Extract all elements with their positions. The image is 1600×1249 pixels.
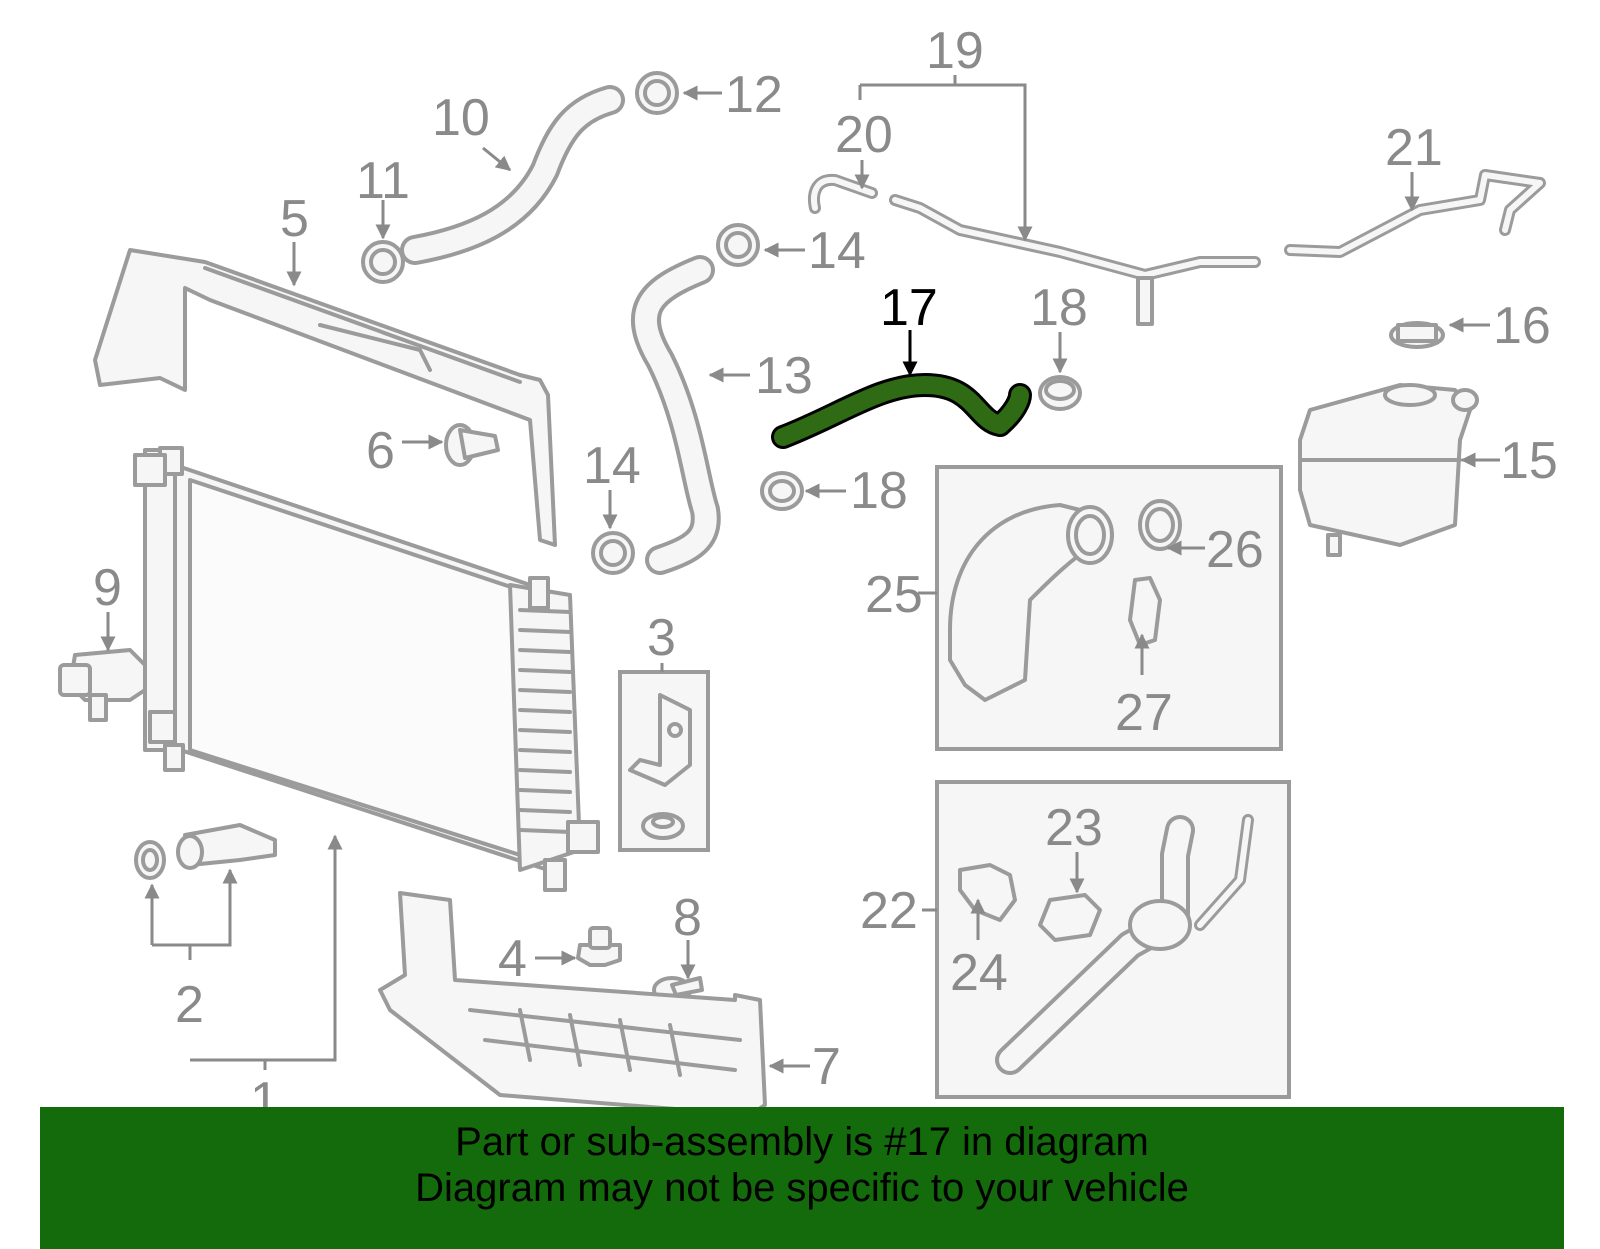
callout-26: 26 xyxy=(1206,521,1264,579)
callout-13: 13 xyxy=(755,347,813,405)
pipe-part-19 xyxy=(889,194,1261,326)
hose-part-13 xyxy=(630,255,721,575)
callout-9: 9 xyxy=(93,559,122,617)
callout-7: 7 xyxy=(812,1038,841,1096)
upper-baffle-part xyxy=(93,248,557,547)
callout-24: 24 xyxy=(950,944,1008,1002)
pipe-part-20 xyxy=(808,173,878,214)
clamp-part-14-lower xyxy=(591,531,635,575)
callout-22: 22 xyxy=(860,882,918,940)
callout-12: 12 xyxy=(725,66,783,124)
pin-part-6 xyxy=(444,423,500,467)
clamp-part-18-upper xyxy=(1038,375,1082,411)
callout-14-lower: 14 xyxy=(583,437,641,495)
radiator-part xyxy=(133,446,600,892)
lower-deflector-part xyxy=(378,891,767,1117)
callout-10: 10 xyxy=(432,89,490,147)
callout-5: 5 xyxy=(280,190,309,248)
callout-3: 3 xyxy=(647,609,676,667)
callout-2: 2 xyxy=(175,976,204,1034)
sensor-part-2 xyxy=(134,823,277,880)
callout-14-upper: 14 xyxy=(808,222,866,280)
cap-part-16 xyxy=(1389,321,1445,349)
callout-17: 17 xyxy=(880,279,938,337)
reservoir-part-15 xyxy=(1298,383,1479,557)
callout-lines xyxy=(100,75,1500,1074)
callout-4: 4 xyxy=(498,930,527,988)
clip-part-4 xyxy=(576,926,622,967)
banner-line-1: Part or sub-assembly is #17 in diagram xyxy=(455,1120,1149,1164)
callout-6: 6 xyxy=(366,422,395,480)
callout-19: 19 xyxy=(926,22,984,80)
hose-part-10 xyxy=(400,85,625,265)
clamp-part-11 xyxy=(361,240,405,284)
callout-27: 27 xyxy=(1115,684,1173,742)
banner-line-2: Diagram may not be specific to your vehi… xyxy=(415,1166,1189,1210)
clamp-part-18-lower xyxy=(760,471,804,511)
callout-25: 25 xyxy=(865,566,923,624)
callout-18-lower: 18 xyxy=(850,462,908,520)
callout-15: 15 xyxy=(1500,432,1558,490)
callout-21: 21 xyxy=(1385,119,1443,177)
housing-box-22 xyxy=(935,780,1291,1099)
callout-18-upper: 18 xyxy=(1030,279,1088,337)
bracket-box xyxy=(618,670,710,852)
callout-20: 20 xyxy=(835,106,893,164)
highlighted-hose-part-17 xyxy=(771,373,1032,449)
clamp-part-14-upper xyxy=(716,223,760,267)
housing-box-25 xyxy=(935,465,1283,751)
callout-23: 23 xyxy=(1045,799,1103,857)
part-info-banner: Part or sub-assembly is #17 in diagram D… xyxy=(40,1107,1564,1249)
clamp-part-12 xyxy=(635,71,679,115)
hose-part-21 xyxy=(1284,169,1546,258)
callout-8: 8 xyxy=(673,889,702,947)
callout-16: 16 xyxy=(1493,297,1551,355)
sensor-part-9 xyxy=(58,648,147,722)
callout-labels: 1 2 3 4 5 6 7 8 9 10 11 12 13 14 14 15 1… xyxy=(93,22,1558,1130)
callout-11: 11 xyxy=(356,152,410,210)
